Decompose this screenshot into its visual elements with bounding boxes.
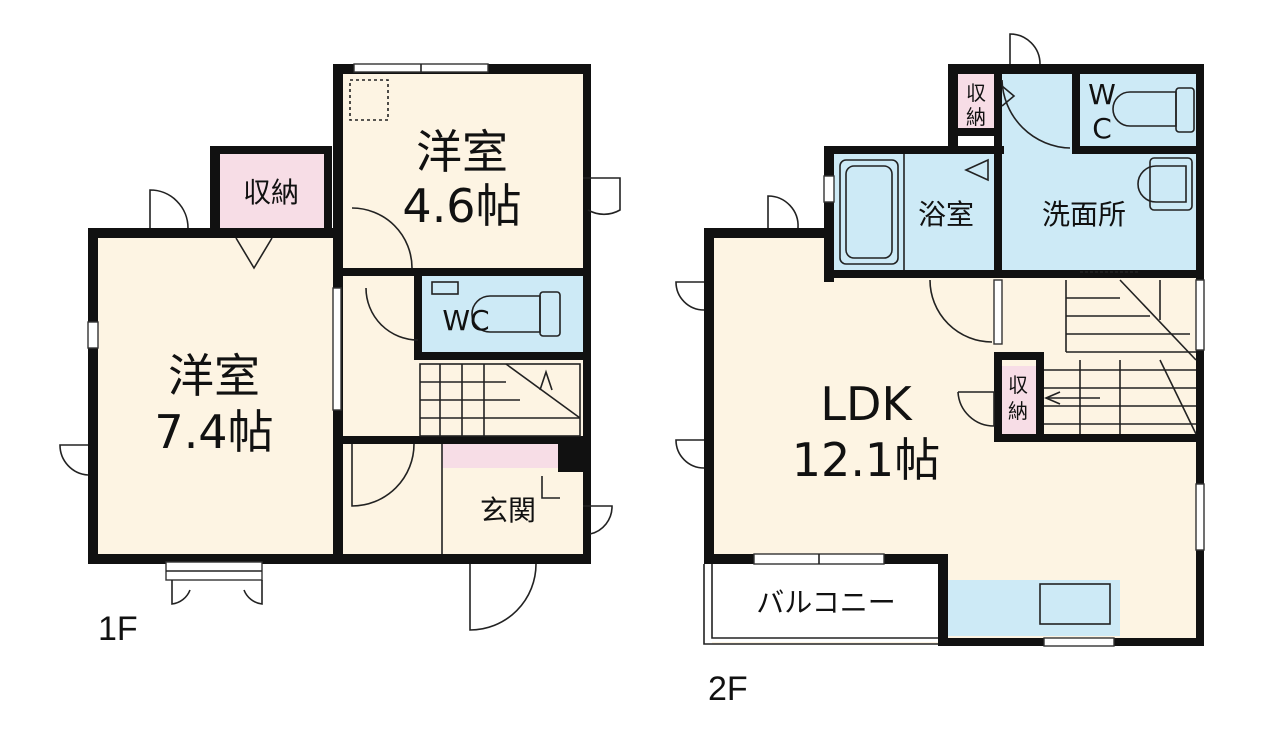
- room-label-wc-2f-line2: C: [1092, 112, 1112, 145]
- room-label-entrance: 玄関: [480, 494, 536, 527]
- room-storage-top: [956, 72, 996, 134]
- room-label-storage-1f: 収納: [243, 176, 299, 209]
- shoe-cabinet: [442, 444, 558, 468]
- room-size-ldk: 12.1帖: [792, 433, 940, 487]
- bathtub-icon: [839, 159, 899, 265]
- floor-1f: 洋室 7.4帖 洋室 4.6帖 収納 WC 玄関 1F: [59, 63, 621, 648]
- room-label-storage-top-1: 収: [966, 81, 986, 105]
- room-label-bath: 浴室: [918, 198, 974, 231]
- room-label-storage-mid-1: 収: [1008, 373, 1028, 397]
- floor-2f: LDK 12.1帖 浴室 洗面所 W C 収 納 収 納 バルコニー 2F: [675, 33, 1205, 708]
- room-label-wc-2f-line1: W: [1088, 78, 1116, 111]
- toilet-icon: [1112, 87, 1195, 133]
- room-storage-1f: [218, 152, 324, 230]
- stairs-2f: [1043, 279, 1197, 435]
- room-label-washroom: 洗面所: [1042, 198, 1126, 231]
- kitchen-counter: [948, 580, 1120, 636]
- room-label-storage-top-2: 納: [966, 105, 986, 129]
- room-size-western-small: 4.6帖: [402, 179, 521, 233]
- room-balcony: [706, 564, 940, 642]
- stairs-1f: [419, 363, 581, 437]
- room-bath: [832, 154, 996, 270]
- room-label-balcony: バルコニー: [756, 586, 895, 619]
- room-label-western-large: 洋室: [168, 349, 260, 403]
- sink-icon: [1137, 157, 1193, 211]
- room-wc-2f: [1078, 72, 1198, 146]
- room-label-storage-mid-2: 納: [1008, 399, 1028, 423]
- room-label-wc-1f: WC: [442, 304, 489, 337]
- floor-label-1f: 1F: [98, 610, 138, 648]
- room-label-western-small: 洋室: [416, 125, 508, 179]
- room-size-western-large: 7.4帖: [154, 405, 273, 459]
- room-wc-1f: [420, 276, 583, 352]
- room-ldk-upper: [712, 236, 832, 280]
- room-western-large: [96, 236, 334, 554]
- room-western-small: [341, 72, 583, 268]
- room-storage-mid: [1000, 366, 1036, 434]
- toilet-icon: [471, 291, 561, 337]
- room-label-ldk: LDK: [820, 377, 913, 431]
- floor-label-2f: 2F: [708, 670, 748, 708]
